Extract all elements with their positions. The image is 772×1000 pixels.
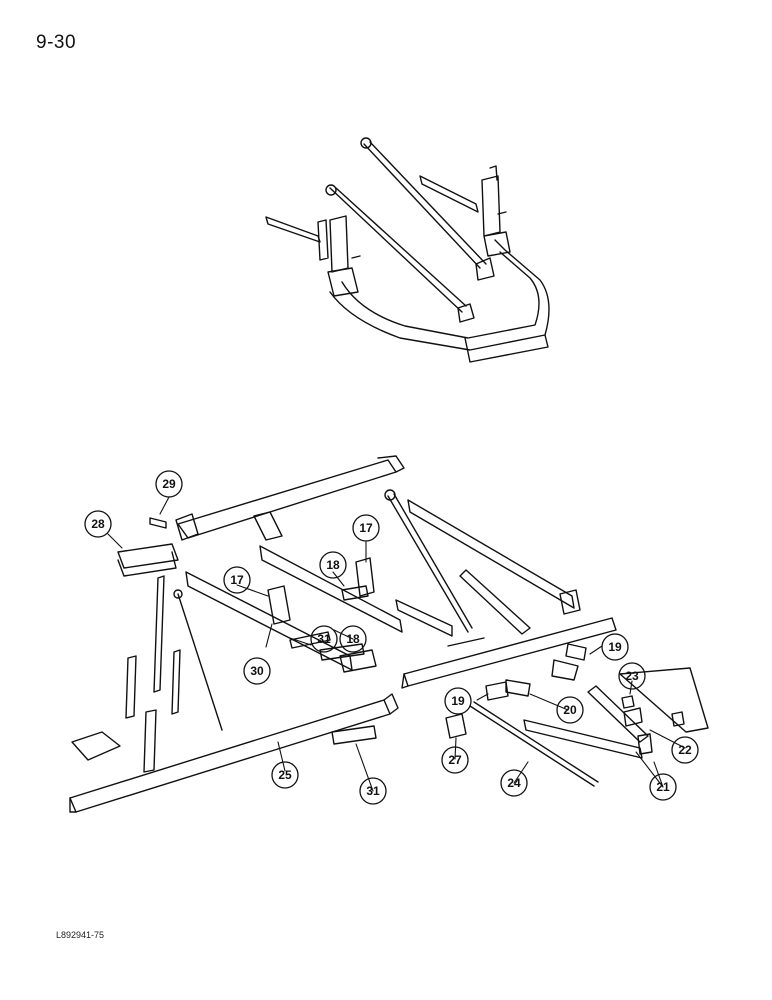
leader-lines (107, 496, 686, 792)
callout-21: 21 (656, 780, 670, 794)
callout-31-lower: 31 (366, 784, 380, 798)
callout-30: 30 (250, 664, 264, 678)
callout-27: 27 (448, 753, 462, 767)
callout-circles (84, 470, 699, 805)
callout-25: 25 (278, 768, 292, 782)
reference-code: L892941-75 (56, 930, 105, 940)
callout-23: 23 (625, 669, 639, 683)
callout-31-upper: 31 (317, 632, 331, 646)
page-number: 9-30 (36, 32, 77, 53)
callout-17-left: 17 (230, 573, 244, 587)
callout-29: 29 (162, 477, 176, 491)
exploded-parts-view (69, 455, 709, 813)
assembled-hitch-view (265, 137, 550, 363)
callout-18-upper: 18 (326, 558, 340, 572)
callout-17-right: 17 (359, 521, 373, 535)
callout-24: 24 (507, 776, 521, 790)
callout-22: 22 (678, 743, 692, 757)
callout-20: 20 (563, 703, 577, 717)
callout-28: 28 (91, 517, 105, 531)
callout-19-lower: 19 (451, 694, 465, 708)
callout-18-lower: 18 (346, 632, 360, 646)
callout-19-upper: 19 (608, 640, 622, 654)
